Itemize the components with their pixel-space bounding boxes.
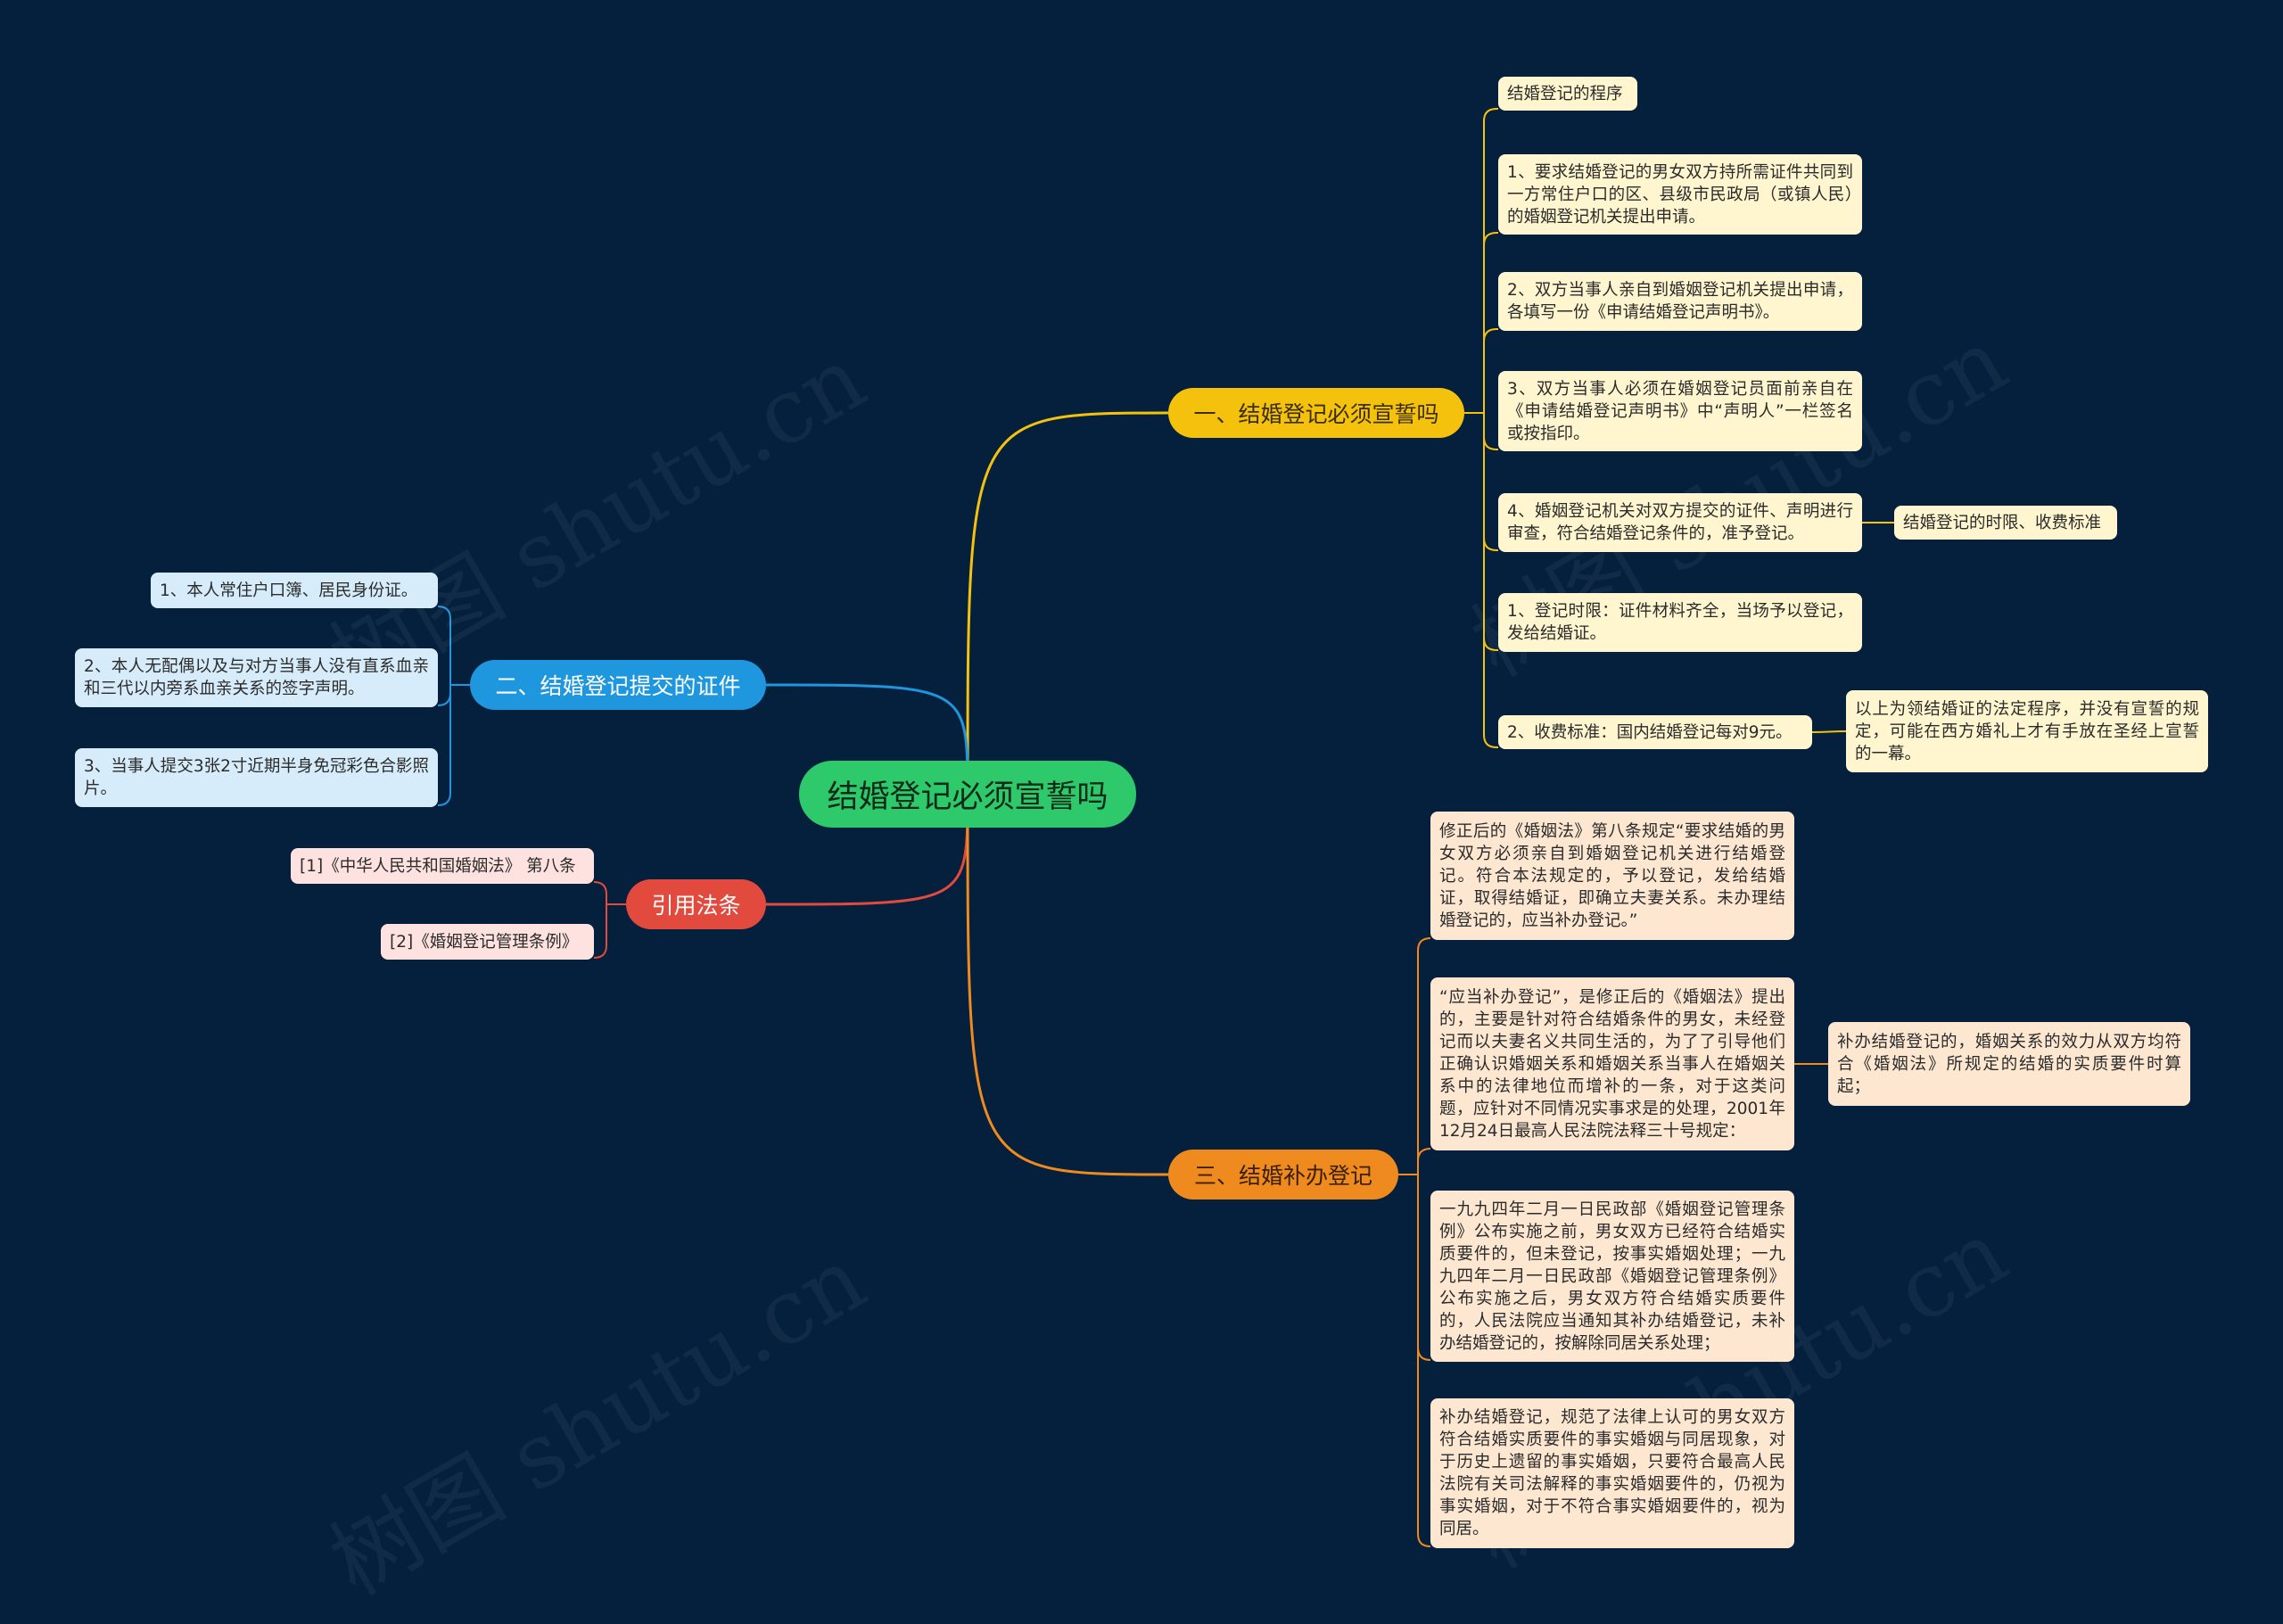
leaf-1994-regulation[interactable]: 一九九四年二月一日民政部《婚姻登记管理条例》公布实施之前，男女双方已经符合结婚实… bbox=[1430, 1191, 1794, 1362]
branch-connector bbox=[1464, 412, 1498, 551]
leaf-no-spouse-declaration[interactable]: 2、本人无配偶以及与对方当事人没有直系血亲和三代以内旁系血亲关系的签字声明。 bbox=[75, 648, 438, 707]
branch-connector bbox=[593, 903, 626, 959]
branch-required-documents[interactable]: 二、结婚登记提交的证件 bbox=[470, 660, 766, 710]
branch-connector bbox=[1464, 412, 1498, 748]
branch-connector bbox=[437, 684, 470, 806]
root-connector bbox=[966, 411, 1169, 795]
branch-connector bbox=[437, 606, 470, 686]
leaf-procedure-step-4[interactable]: 4、婚姻登记机关对双方提交的证件、声明进行审查，符合结婚登记条件的，准予登记。 bbox=[1498, 493, 1862, 552]
leaf-time-limit-fee-standard[interactable]: 结婚登记的时限、收费标准 bbox=[1894, 506, 2117, 540]
branch-connector bbox=[1464, 328, 1498, 414]
branch-connector bbox=[1398, 1148, 1431, 1175]
leaf-marriage-law-article-8-quote[interactable]: 修正后的《婚姻法》第八条规定“要求结婚的男女双方必须亲自到婚姻登记机关进行结婚登… bbox=[1430, 812, 1794, 940]
branch-connector bbox=[1398, 1174, 1431, 1361]
branch-wedding-oath[interactable]: 一、结婚登记必须宣誓吗 bbox=[1168, 388, 1464, 438]
leaf-procedure-step-3[interactable]: 3、双方当事人必须在婚姻登记员面前亲自在《申请结婚登记声明书》中“声明人”一栏签… bbox=[1498, 371, 1862, 451]
branch-connector bbox=[437, 684, 470, 706]
root-connector bbox=[765, 683, 969, 795]
leaf-procedure-step-2[interactable]: 2、双方当事人亲自到婚姻登记机关提出申请，各填写一份《申请结婚登记声明书》。 bbox=[1498, 272, 1862, 331]
leaf-fee-standard[interactable]: 2、收费标准：国内结婚登记每对9元。 bbox=[1498, 715, 1812, 749]
branch-cited-laws[interactable]: 引用法条 bbox=[626, 879, 766, 929]
leaf-household-register-id[interactable]: 1、本人常住户口簿、居民身份证。 bbox=[151, 573, 438, 608]
leaf-procedure-step-1[interactable]: 1、要求结婚登记的男女双方持所需证件共同到一方常住户口的区、县级市民政局（或镇人… bbox=[1498, 154, 1862, 235]
branch-connector bbox=[1464, 108, 1498, 414]
leaf-validity-start[interactable]: 补办结婚登记的，婚姻关系的效力从双方均符合《婚姻法》所规定的结婚的实质要件时算起… bbox=[1828, 1022, 2190, 1106]
leaf-should-supplement-registration[interactable]: “应当补办登记”，是修正后的《婚姻法》提出的，主要是针对符合结婚条件的男女，未经… bbox=[1430, 977, 1794, 1150]
branch-connector bbox=[1464, 412, 1498, 450]
branch-connector bbox=[1464, 232, 1498, 414]
branch-connector bbox=[593, 881, 626, 905]
leaf-de-facto-marriage[interactable]: 补办结婚登记，规范了法律上认可的男女双方符合结婚实质要件的事实婚姻与同居现象，对… bbox=[1430, 1398, 1794, 1548]
branch-connector bbox=[1398, 1174, 1431, 1547]
sub-connector bbox=[1811, 730, 1847, 733]
branch-connector bbox=[1398, 937, 1431, 1175]
leaf-photos[interactable]: 3、当事人提交3张2寸近期半身免冠彩色合影照片。 bbox=[75, 748, 438, 807]
root-connector bbox=[966, 794, 1169, 1176]
leaf-time-limit[interactable]: 1、登记时限：证件材料齐全，当场予以登记，发给结婚证。 bbox=[1498, 593, 1862, 652]
root-topic[interactable]: 结婚登记必须宣誓吗 bbox=[799, 761, 1136, 828]
leaf-marriage-law-article-8[interactable]: [1]《中华人民共和国婚姻法》 第八条 bbox=[291, 848, 594, 884]
leaf-marriage-registration-regulations[interactable]: [2]《婚姻登记管理条例》 bbox=[381, 924, 594, 960]
leaf-no-oath-note[interactable]: 以上为领结婚证的法定程序，并没有宣誓的规定，可能在西方婚礼上才有手放在圣经上宣誓… bbox=[1846, 690, 2208, 772]
branch-supplementary-registration[interactable]: 三、结婚补办登记 bbox=[1168, 1150, 1398, 1199]
leaf-registration-procedure[interactable]: 结婚登记的程序 bbox=[1498, 77, 1637, 111]
